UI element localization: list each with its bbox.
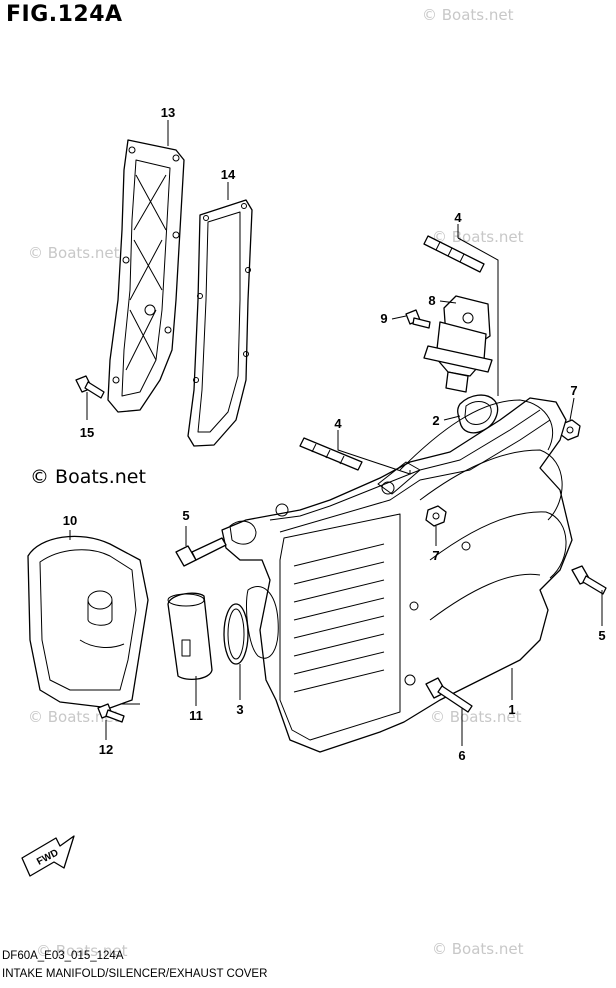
callout-4-upper: 4 [454, 210, 462, 225]
part-10-silencer[interactable] [27, 535, 149, 709]
callout-15: 15 [80, 425, 94, 440]
part-4-stud-lower[interactable] [299, 437, 363, 471]
part-15-bolt[interactable] [75, 375, 105, 399]
fwd-arrow-icon: FWD [21, 835, 75, 877]
watermark: © Boats.net [432, 940, 524, 958]
diagram-name: INTAKE MANIFOLD/SILENCER/EXHAUST COVER [2, 968, 268, 980]
callout-9: 9 [380, 311, 387, 326]
part-11-sleeve[interactable] [167, 592, 213, 681]
part-5-bolt-left[interactable] [175, 537, 227, 567]
callout-2: 2 [432, 413, 439, 428]
part-5-bolt-right[interactable] [571, 565, 607, 595]
figure-title: FIG.124A [6, 2, 123, 27]
part-12-screw[interactable] [97, 703, 125, 723]
part-14-gasket[interactable] [187, 199, 253, 447]
part-6-bolt[interactable] [425, 677, 473, 713]
watermark: © Boats.net [430, 708, 522, 726]
watermark: © Boats.net [28, 708, 120, 726]
callout-11: 11 [189, 708, 203, 723]
callout-7-lower: 7 [432, 548, 439, 563]
callout-8: 8 [428, 293, 435, 308]
watermark: © Boats.net [432, 228, 524, 246]
callout-6: 6 [458, 748, 465, 763]
part-1-intake-manifold[interactable] [221, 397, 573, 753]
callout-13: 13 [161, 105, 175, 120]
callout-14: 14 [221, 167, 236, 182]
leader-lines [69, 120, 603, 746]
callout-10: 10 [63, 513, 77, 528]
watermark: © Boats.net [28, 244, 120, 262]
watermark-bold: © Boats.net [30, 466, 146, 488]
callout-3: 3 [236, 702, 243, 717]
callout-12: 12 [99, 742, 113, 757]
part-9-bolt[interactable] [405, 309, 431, 329]
diagram-code: DF60A_E03_015_124A [2, 950, 124, 962]
part-13-exhaust-cover[interactable] [107, 139, 185, 413]
callout-5-right: 5 [598, 628, 605, 643]
watermark: © Boats.net [36, 942, 128, 960]
part-8-sensor[interactable] [423, 295, 493, 393]
callout-5-left: 5 [182, 508, 189, 523]
watermark: © Boats.net [422, 6, 514, 24]
part-7-nut-lower[interactable] [425, 505, 447, 527]
callout-7-upper: 7 [570, 383, 577, 398]
callout-4-lower: 4 [334, 416, 342, 431]
callout-1: 1 [508, 702, 515, 717]
part-4-stud-upper[interactable] [423, 235, 485, 273]
part-3-o-ring[interactable] [223, 603, 249, 665]
